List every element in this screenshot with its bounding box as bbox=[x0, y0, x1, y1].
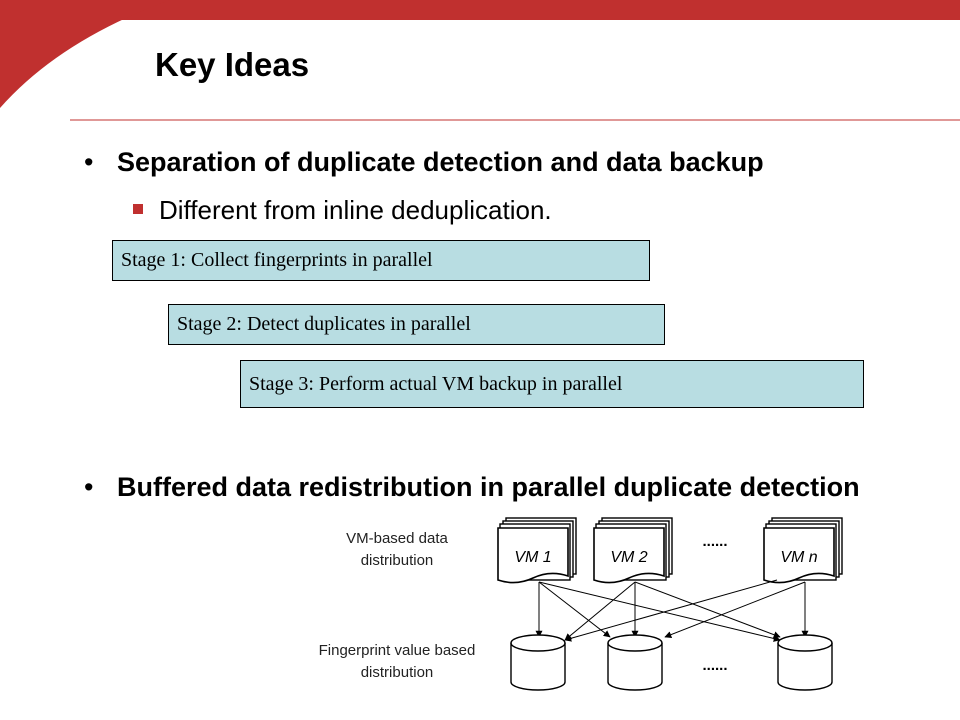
stage-1-box: Stage 1: Collect fingerprints in paralle… bbox=[112, 240, 650, 281]
storage-cylinder-n bbox=[777, 634, 833, 691]
slide-title: Key Ideas bbox=[155, 46, 310, 83]
bullet-separation: • Separation of duplicate detection and … bbox=[84, 145, 917, 179]
fp-label-line-2: distribution bbox=[361, 664, 434, 681]
storage-cylinder-1 bbox=[510, 634, 566, 691]
fp-label-line-1: Fingerprint value based bbox=[319, 642, 476, 659]
storage-ellipsis: ...... bbox=[702, 657, 727, 674]
bullet-text: Buffered data redistribution in parallel… bbox=[117, 472, 860, 502]
vm-n-label: VM n bbox=[780, 549, 817, 566]
top-red-band bbox=[0, 0, 960, 20]
bullet-buffered-redistribution: • Buffered data redistribution in parall… bbox=[84, 470, 877, 504]
sub-bullet-inline-dedup: Different from inline deduplication. bbox=[133, 194, 552, 226]
storage-cylinder-2 bbox=[607, 634, 663, 691]
vm-2-label: VM 2 bbox=[610, 549, 647, 566]
redistribution-diagram: VM-based data distribution Fingerprint v… bbox=[319, 517, 843, 691]
vm-1-stack: VM 1 bbox=[497, 517, 577, 584]
stage-3-box: Stage 3: Perform actual VM backup in par… bbox=[240, 360, 864, 408]
vm-ellipsis: ...... bbox=[702, 533, 727, 550]
distribution-arrows bbox=[535, 579, 809, 642]
vm-2-stack: VM 2 bbox=[593, 517, 673, 584]
stage-2-box: Stage 2: Detect duplicates in parallel bbox=[168, 304, 665, 345]
vm-n-stack: VM n bbox=[763, 517, 843, 584]
sub-bullet-text: Different from inline deduplication. bbox=[159, 195, 552, 225]
bullet-dot: • bbox=[84, 147, 94, 177]
vm-label-line-1: VM-based data bbox=[346, 530, 448, 547]
corner-swoosh bbox=[0, 0, 170, 108]
bullet-dot: • bbox=[84, 472, 94, 502]
vm-label-line-2: distribution bbox=[361, 552, 434, 569]
square-bullet-icon bbox=[133, 204, 143, 214]
bullet-text: Separation of duplicate detection and da… bbox=[117, 147, 764, 177]
vm-1-label: VM 1 bbox=[514, 549, 551, 566]
